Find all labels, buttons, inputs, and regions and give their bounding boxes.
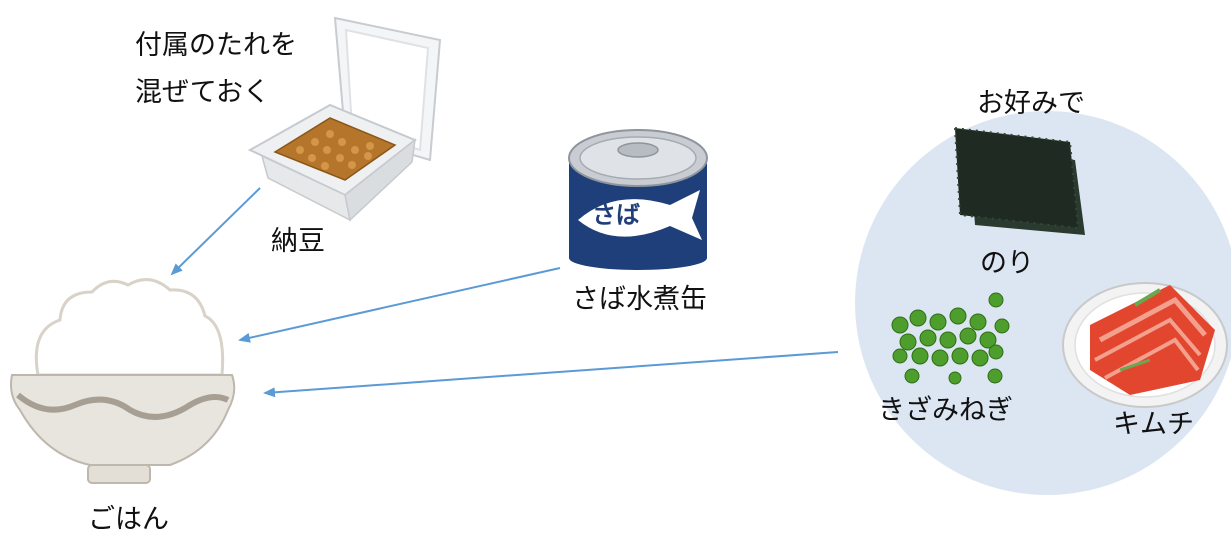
nori-label: のり xyxy=(980,248,1034,279)
natto-note-line1: 付属のたれを xyxy=(135,30,297,61)
natto-note-line2: 混ぜておく xyxy=(135,77,270,108)
negi-illustration xyxy=(891,292,1010,385)
saba-can-illustration xyxy=(568,129,708,270)
nori-illustration xyxy=(953,126,1085,235)
rice-bowl-illustration xyxy=(10,278,236,484)
okonomi-label: お好みで xyxy=(977,88,1085,119)
natto-pack-illustration xyxy=(247,16,442,222)
can-text: さば xyxy=(592,201,640,229)
arrow-saba-to-gohan xyxy=(238,267,561,343)
saba-label: さば水煮缶 xyxy=(572,284,707,315)
kimchi-label: キムチ xyxy=(1113,409,1194,440)
kimchi-illustration xyxy=(1062,282,1228,408)
gohan-label: ごはん xyxy=(88,504,169,535)
arrow-natto-to-gohan xyxy=(170,187,261,276)
arrow-toppings-to-gohan xyxy=(263,351,839,398)
natto-label: 納豆 xyxy=(271,226,325,257)
negi-label: きざみねぎ xyxy=(878,395,1013,426)
